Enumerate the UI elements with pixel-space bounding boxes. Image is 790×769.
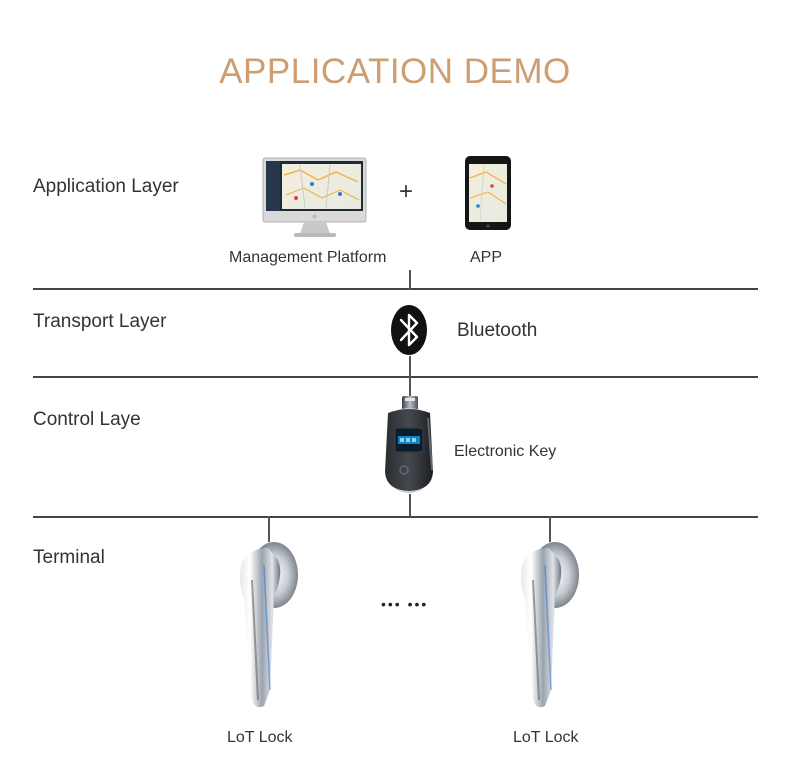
monitor-icon bbox=[262, 157, 367, 237]
connector-transport-control bbox=[409, 356, 411, 396]
connector-app-transport bbox=[409, 270, 411, 290]
lock-handle-right-icon bbox=[520, 542, 579, 708]
connector-lock-left bbox=[268, 516, 270, 542]
layer-divider-3 bbox=[33, 516, 758, 518]
connector-lock-right bbox=[549, 516, 551, 542]
layer-label-transport: Transport Layer bbox=[33, 311, 167, 332]
page-title: APPLICATION DEMO bbox=[219, 52, 571, 91]
layer-label-control: Control Laye bbox=[33, 409, 141, 430]
connector-control-terminal bbox=[409, 494, 411, 517]
bluetooth-label: Bluetooth bbox=[457, 320, 538, 341]
ellipsis-more-locks: ••• ••• bbox=[381, 596, 429, 612]
management-platform-label: Management Platform bbox=[229, 249, 387, 266]
plus-sign: + bbox=[399, 178, 414, 205]
layer-label-terminal: Terminal bbox=[33, 547, 105, 568]
lot-lock-left-label: LoT Lock bbox=[227, 729, 293, 746]
bluetooth-icon bbox=[391, 305, 427, 355]
lock-handle-left-icon bbox=[239, 542, 298, 708]
app-label: APP bbox=[470, 249, 503, 266]
lot-lock-right-label: LoT Lock bbox=[513, 729, 579, 746]
layer-divider-1 bbox=[33, 288, 758, 290]
electronic-key-icon bbox=[385, 396, 433, 493]
tablet-icon bbox=[465, 156, 511, 230]
layer-label-application: Application Layer bbox=[33, 176, 179, 197]
electronic-key-label: Electronic Key bbox=[454, 443, 557, 460]
layer-divider-2 bbox=[33, 376, 758, 378]
